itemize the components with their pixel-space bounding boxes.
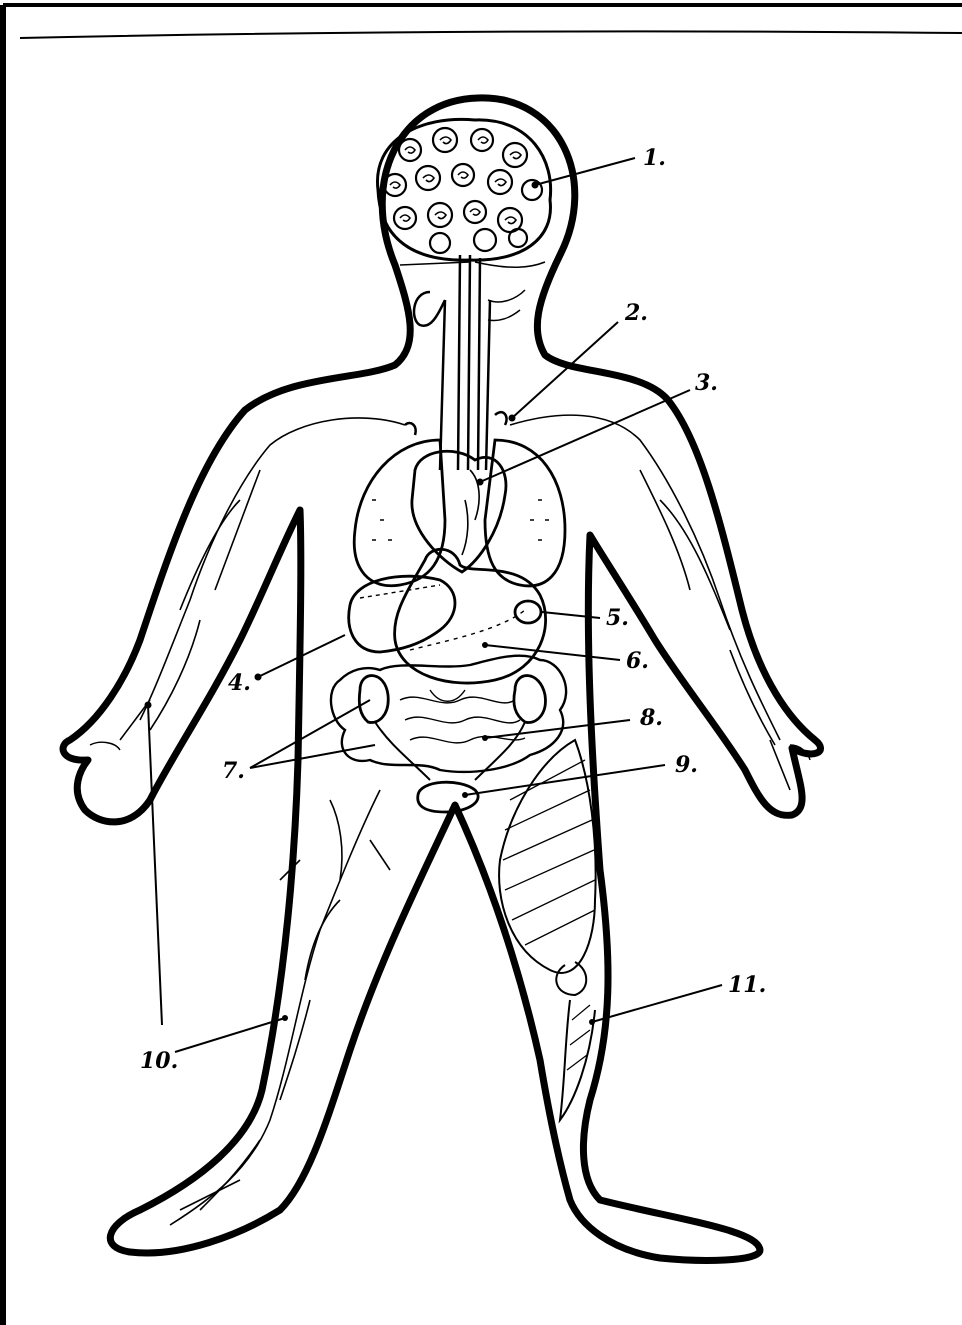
label-3: 3. (695, 370, 718, 396)
hand-details (90, 742, 810, 760)
spinal-cord (414, 255, 490, 470)
label-11: 11. (728, 972, 766, 998)
label-4: 4. (228, 670, 251, 696)
label-2: 2. (624, 300, 648, 326)
thymus (405, 412, 507, 435)
label-1: 1. (643, 145, 666, 171)
leader-dots (145, 182, 596, 1026)
leg-muscles (499, 740, 596, 1120)
label-9: 9. (675, 752, 698, 778)
liver (349, 576, 455, 652)
label-7: 7. (222, 758, 245, 784)
brain (377, 119, 550, 260)
stomach (395, 549, 546, 683)
label-6: 6. (626, 648, 649, 674)
label-8: 8. (639, 705, 663, 731)
bladder (418, 782, 478, 812)
spleen (515, 601, 541, 623)
label-5: 5. (606, 605, 629, 631)
intestines (331, 656, 566, 772)
head-nerves (400, 262, 545, 321)
label-10: 10. (140, 1048, 178, 1074)
